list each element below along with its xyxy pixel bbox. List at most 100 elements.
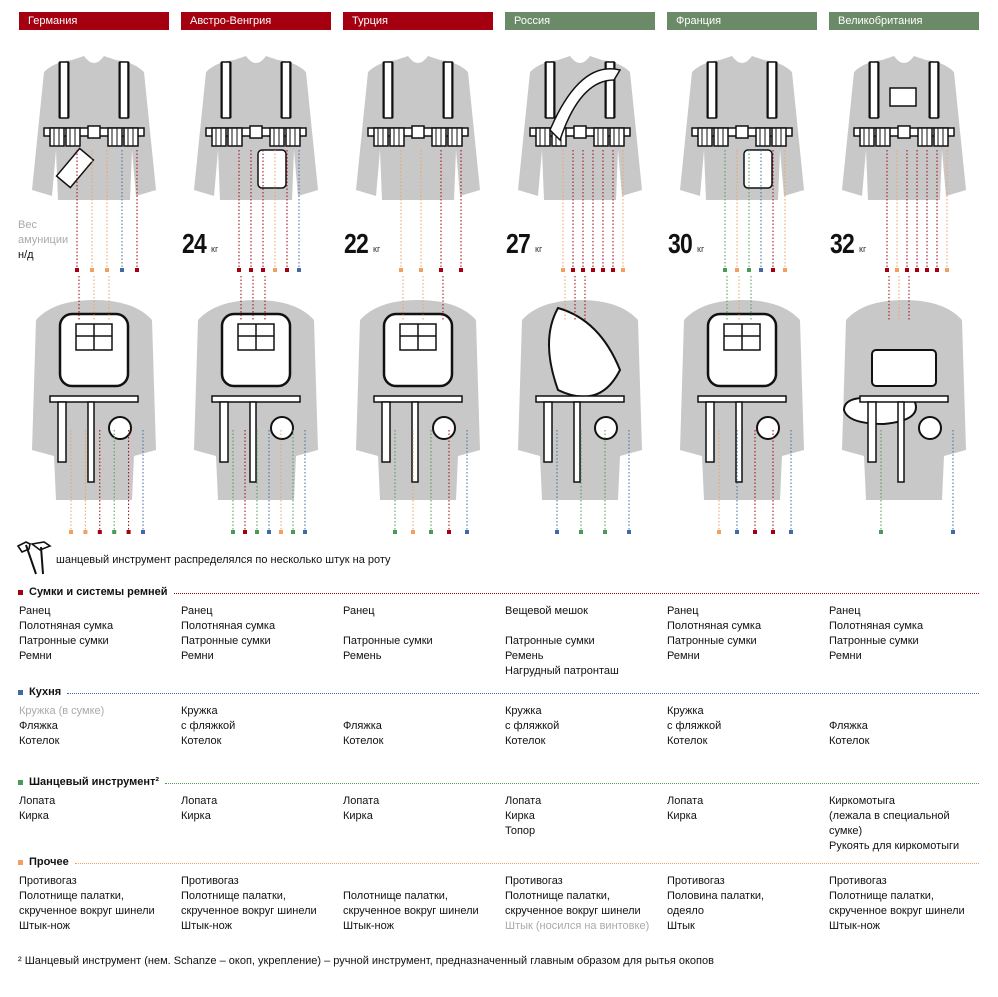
leader-dot xyxy=(627,530,631,534)
tool-distribution-note: шанцевый инструмент распределялся по нес… xyxy=(56,554,391,566)
ammo-pouch xyxy=(373,127,389,147)
leader-dot xyxy=(273,268,277,272)
leader-dot xyxy=(411,530,415,534)
section-title: Кухня xyxy=(18,686,61,698)
section-cell: Фляжка Котелок xyxy=(829,720,870,747)
section-title: Шанцевый инструмент² xyxy=(18,776,159,788)
belt-buckle xyxy=(897,125,911,139)
ammo-pouch xyxy=(227,127,243,147)
leader-dot xyxy=(591,268,595,272)
ammo-pouch xyxy=(875,127,891,147)
weight-label-germany: Вес амуниции н/д xyxy=(18,219,69,261)
section-cell: Противогаз Полотнище палатки, скрученное… xyxy=(19,875,155,932)
entrenching-tool xyxy=(543,401,553,463)
muted-note: Штык (носился на винтовке) xyxy=(505,920,650,932)
leader-dot xyxy=(747,268,751,272)
leader-dot xyxy=(69,530,73,534)
section-title-text: Кухня xyxy=(29,686,62,698)
bayonet xyxy=(249,401,257,483)
leader-dot xyxy=(231,530,235,534)
section-cell: Лопата Кирка xyxy=(343,795,380,822)
entrenching-tool xyxy=(381,401,391,463)
leader-dot xyxy=(895,268,899,272)
section-cell: Полотнище палатки, скрученное вокруг шин… xyxy=(343,890,479,932)
section-cell: Противогаз Полотнище палатки, скрученное… xyxy=(505,875,650,932)
axe-shovel-icon xyxy=(16,541,52,575)
leader-dot xyxy=(285,268,289,272)
ammo-pouch xyxy=(107,127,123,147)
leader-dot xyxy=(135,268,139,272)
leader-dot xyxy=(279,530,283,534)
ammo-pouch xyxy=(269,127,285,147)
leader-dot xyxy=(90,268,94,272)
section-cell: Противогаз Половина палатки, одеяло Штык xyxy=(667,875,765,932)
leader-dot xyxy=(297,268,301,272)
leader-dot xyxy=(419,268,423,272)
leader-dot xyxy=(621,268,625,272)
header-britain: Великобритания xyxy=(829,12,979,30)
ammo-pouch xyxy=(933,127,949,147)
leader-dot xyxy=(261,268,265,272)
leader-dot xyxy=(579,530,583,534)
bayonet xyxy=(411,401,419,483)
section-cell: Кружка с фляжкой Котелок xyxy=(505,705,560,747)
leader-dot xyxy=(429,530,433,534)
section-title-text: Сумки и системы ремней xyxy=(29,586,168,598)
entrenching-tool xyxy=(705,401,715,463)
header-russia: Россия xyxy=(505,12,655,30)
header-austria-hungary: Австро-Венгрия xyxy=(181,12,331,30)
section-cell: Ранец Полотняная сумка Патронные сумки Р… xyxy=(181,605,276,662)
ammo-pouch xyxy=(431,127,447,147)
section-cell: Кружка с фляжкой Котелок xyxy=(181,705,236,747)
section-cell: Вещевой мешок Патронные сумки Ремень Наг… xyxy=(505,605,619,677)
header-turkey: Турция xyxy=(343,12,493,30)
leader-dot xyxy=(885,268,889,272)
canteen xyxy=(432,416,456,440)
ammo-pouch xyxy=(755,127,771,147)
leader-dot xyxy=(561,268,565,272)
soldier-figure xyxy=(194,56,318,534)
leader-dot xyxy=(399,268,403,272)
belt-buckle xyxy=(735,125,749,139)
section-title-text: Прочее xyxy=(29,856,69,868)
leader-dot xyxy=(75,268,79,272)
section-cell: Фляжка Котелок xyxy=(343,720,384,747)
ammo-pouch xyxy=(917,127,933,147)
canteen xyxy=(756,416,780,440)
canteen xyxy=(918,416,942,440)
belt-buckle xyxy=(249,125,263,139)
leader-dot xyxy=(915,268,919,272)
leader-dot xyxy=(771,268,775,272)
soldier-figure xyxy=(680,56,804,534)
bayonet xyxy=(897,401,905,483)
soldier-figure xyxy=(518,56,642,534)
section-color-marker xyxy=(18,589,23,595)
section-cell: Кружка с фляжкой Котелок xyxy=(667,705,722,747)
leader-dot xyxy=(945,268,949,272)
header-france: Франция xyxy=(667,12,817,30)
leader-dot xyxy=(255,530,259,534)
section-cell: Противогаз Полотнище палатки, скрученное… xyxy=(181,875,317,932)
ammo-pouch xyxy=(771,127,787,147)
leader-dot xyxy=(611,268,615,272)
section-divider xyxy=(67,693,979,694)
leader-dot xyxy=(783,268,787,272)
bayonet xyxy=(87,401,95,483)
leader-dot xyxy=(465,530,469,534)
section-cell: Ранец Патронные сумки Ремень xyxy=(343,605,433,662)
ammo-pouch xyxy=(713,127,729,147)
leader-dot xyxy=(789,530,793,534)
leader-dot xyxy=(141,530,145,534)
leader-dot xyxy=(717,530,721,534)
leader-dot xyxy=(771,530,775,534)
leader-dot xyxy=(735,268,739,272)
section-color-marker xyxy=(18,779,23,785)
section-cell: Лопата Кирка xyxy=(667,795,704,822)
leader-dot xyxy=(601,268,605,272)
leader-dot xyxy=(759,268,763,272)
soldier-equipment-illustration xyxy=(32,56,966,534)
leader-dot xyxy=(105,268,109,272)
